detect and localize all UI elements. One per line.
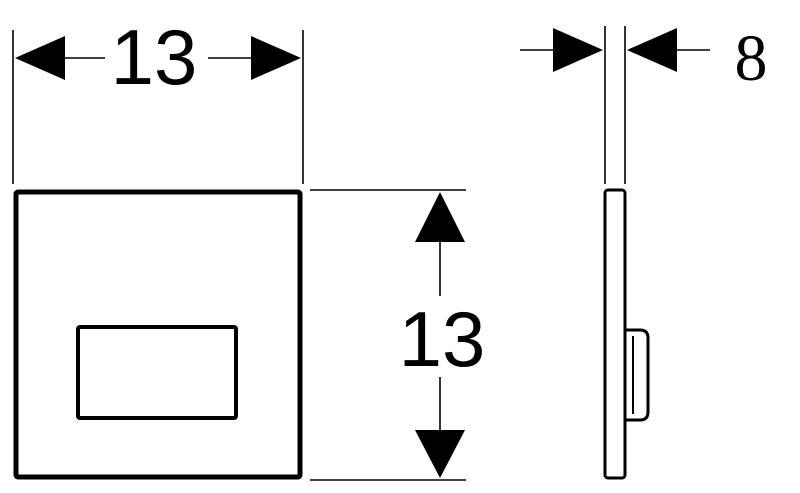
height-arrow-bottom	[415, 430, 465, 478]
width-label: 13	[111, 13, 198, 101]
height-dimension: 13	[310, 189, 486, 481]
width-arrow-left	[15, 36, 65, 80]
front-view	[13, 189, 303, 480]
depth-arrow-right	[627, 28, 677, 72]
side-plate-profile	[603, 188, 627, 480]
height-label: 13	[399, 295, 486, 383]
side-view	[603, 188, 650, 480]
side-button-protrusion	[625, 328, 650, 422]
width-dimension: 13	[12, 13, 304, 184]
depth-arrow-left	[553, 28, 603, 72]
depth-dimension: 8	[520, 22, 768, 184]
height-arrow-top	[415, 192, 465, 242]
flush-plate-outline	[13, 189, 303, 480]
depth-label: 8	[735, 22, 768, 95]
flush-button-outline	[76, 325, 238, 420]
width-arrow-right	[251, 36, 301, 80]
